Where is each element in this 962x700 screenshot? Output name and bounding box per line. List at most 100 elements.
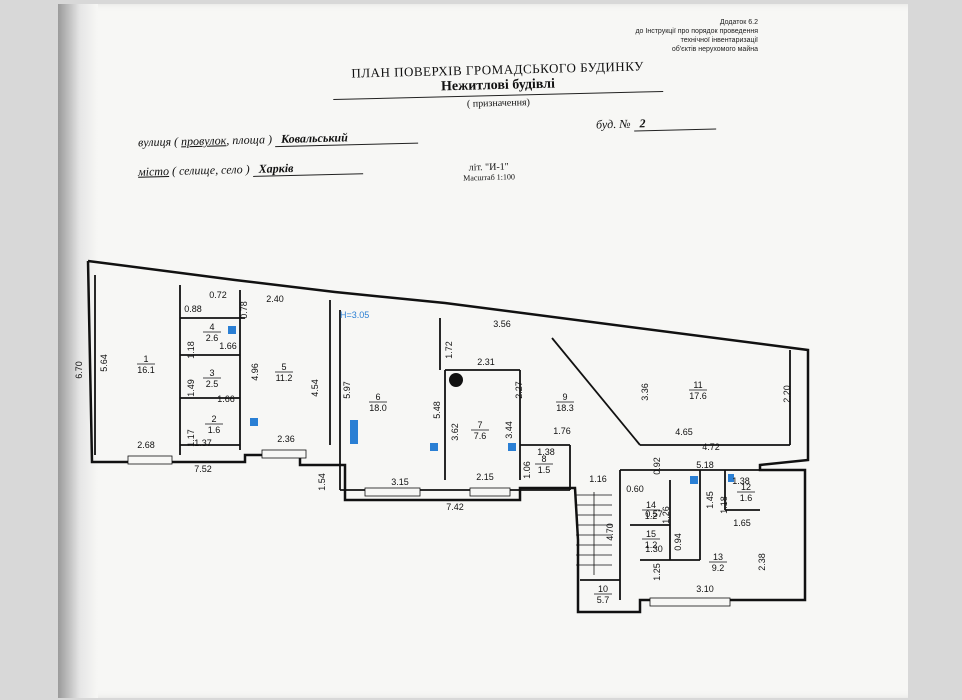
dimension-label: 1.30 bbox=[645, 544, 663, 554]
dimension-label: 2.31 bbox=[477, 357, 495, 367]
sink-icon bbox=[508, 443, 516, 451]
room-number: 7 bbox=[477, 420, 482, 430]
sink-icon bbox=[228, 326, 236, 334]
dimension-label: 0.60 bbox=[626, 484, 644, 494]
room-number: 10 bbox=[598, 584, 608, 594]
room-label: 618.0 bbox=[369, 392, 387, 413]
room-number: 13 bbox=[713, 552, 723, 562]
room-label: 139.2 bbox=[709, 552, 727, 573]
dimension-label: 0.57 bbox=[645, 509, 663, 519]
document-page: Додаток 6.2 до Інструкції про порядок пр… bbox=[58, 4, 908, 698]
room-area: 1.6 bbox=[208, 425, 221, 435]
dimension-label: 1.25 bbox=[652, 563, 662, 581]
dimension-label: 1.18 bbox=[719, 496, 729, 514]
room-label: 32.5 bbox=[203, 368, 221, 389]
dimension-label: 7.52 bbox=[194, 464, 212, 474]
dimension-label: 3.10 bbox=[696, 584, 714, 594]
sink-icon bbox=[728, 474, 734, 482]
dimension-label: 0.92 bbox=[652, 457, 662, 475]
room-number: 9 bbox=[562, 392, 567, 402]
sink-icon bbox=[250, 418, 258, 426]
dimension-label: 4.70 bbox=[605, 523, 615, 541]
room-area: 9.2 bbox=[712, 563, 725, 573]
room-label: 151.2 bbox=[642, 529, 660, 550]
dimension-label: 2.15 bbox=[476, 472, 494, 482]
room-area: 1.5 bbox=[538, 465, 551, 475]
dimension-label: 1.66 bbox=[219, 341, 237, 351]
dimension-label: 2.27 bbox=[514, 381, 524, 399]
room-number: 11 bbox=[693, 380, 702, 390]
dimension-label: 1.06 bbox=[522, 461, 532, 479]
dimension-label: 1.38 bbox=[732, 476, 750, 486]
windows bbox=[127, 449, 731, 607]
room-label: 42.6 bbox=[203, 322, 221, 343]
room-area: 17.6 bbox=[689, 391, 707, 401]
dimension-label: 2.36 bbox=[277, 434, 295, 444]
room-label: 21.6 bbox=[205, 414, 223, 435]
dimension-label: 2.68 bbox=[137, 440, 155, 450]
room-label: 77.6 bbox=[471, 420, 489, 441]
dimension-label: 2.38 bbox=[757, 553, 767, 571]
room-number: 15 bbox=[646, 529, 656, 539]
room-number: 5 bbox=[281, 362, 286, 372]
dimension-label: 1.37 bbox=[194, 438, 212, 448]
radiator-icon bbox=[350, 420, 358, 444]
dimension-label: 3.44 bbox=[504, 421, 514, 439]
dimension-label: 0.88 bbox=[184, 304, 202, 314]
appendix-note: Додаток 6.2 до Інструкції про порядок пр… bbox=[635, 18, 758, 54]
room-number: 8 bbox=[541, 454, 546, 464]
room-labels: 116.121.632.542.6511.2618.077.681.5918.3… bbox=[137, 322, 755, 605]
dimension-label: 1.26 bbox=[661, 506, 671, 524]
dimension-label: 4.72 bbox=[702, 442, 720, 452]
dimension-label: 3.36 bbox=[640, 383, 650, 401]
dimension-label: 6.70 bbox=[74, 361, 84, 379]
dimension-label: 7.42 bbox=[446, 502, 464, 512]
dimension-label: 1.18 bbox=[186, 341, 196, 359]
dimension-label: 3.56 bbox=[493, 319, 511, 329]
room-number: 4 bbox=[209, 322, 214, 332]
appendix-line: до Інструкції про порядок проведення bbox=[635, 28, 758, 35]
room-area: 18.0 bbox=[369, 403, 387, 413]
room-label: 81.5 bbox=[535, 454, 553, 475]
dimension-label: 4.96 bbox=[250, 363, 260, 381]
room-label: 141.2 bbox=[642, 500, 660, 521]
dimension-label: 1.76 bbox=[553, 426, 571, 436]
stove-icon bbox=[449, 373, 463, 387]
room-area: 16.1 bbox=[137, 365, 155, 375]
room-area: 1.6 bbox=[740, 493, 753, 503]
room-area: 5.7 bbox=[597, 595, 610, 605]
room-number: 3 bbox=[209, 368, 214, 378]
dimension-label: 1.72 bbox=[444, 341, 454, 359]
dimension-label: 4.65 bbox=[675, 427, 693, 437]
dimension-label: 1.54 bbox=[317, 473, 327, 491]
dimension-label: 2.20 bbox=[782, 385, 792, 403]
sanitary-fixtures bbox=[228, 326, 734, 484]
dimension-label: 5.48 bbox=[432, 401, 442, 419]
room-number: 12 bbox=[741, 482, 751, 492]
stair-treads bbox=[576, 492, 612, 575]
dimension-label: 3.15 bbox=[391, 477, 409, 487]
dimension-label: 1.45 bbox=[705, 491, 715, 509]
room-label: 918.3 bbox=[556, 392, 574, 413]
dimension-label: 1.17 bbox=[186, 429, 196, 447]
room-label: 511.2 bbox=[275, 362, 293, 383]
room-area: 2.6 bbox=[206, 333, 219, 343]
room-label: 105.7 bbox=[594, 584, 612, 605]
room-label: 121.6 bbox=[737, 482, 755, 503]
room-number: 14 bbox=[646, 500, 656, 510]
dimension-label: 2.40 bbox=[266, 294, 284, 304]
dimension-label: 1.16 bbox=[589, 474, 607, 484]
room-area: 2.5 bbox=[206, 379, 219, 389]
room-area: 7.6 bbox=[474, 431, 487, 441]
room-area: 1.2 bbox=[645, 540, 658, 550]
dimension-label: 0.94 bbox=[673, 533, 683, 551]
room-number: 2 bbox=[211, 414, 216, 424]
sink-icon bbox=[430, 443, 438, 451]
sink-icon bbox=[690, 476, 698, 484]
appendix-line: Додаток 6.2 bbox=[719, 19, 758, 26]
dimension-label: 3.62 bbox=[450, 423, 460, 441]
